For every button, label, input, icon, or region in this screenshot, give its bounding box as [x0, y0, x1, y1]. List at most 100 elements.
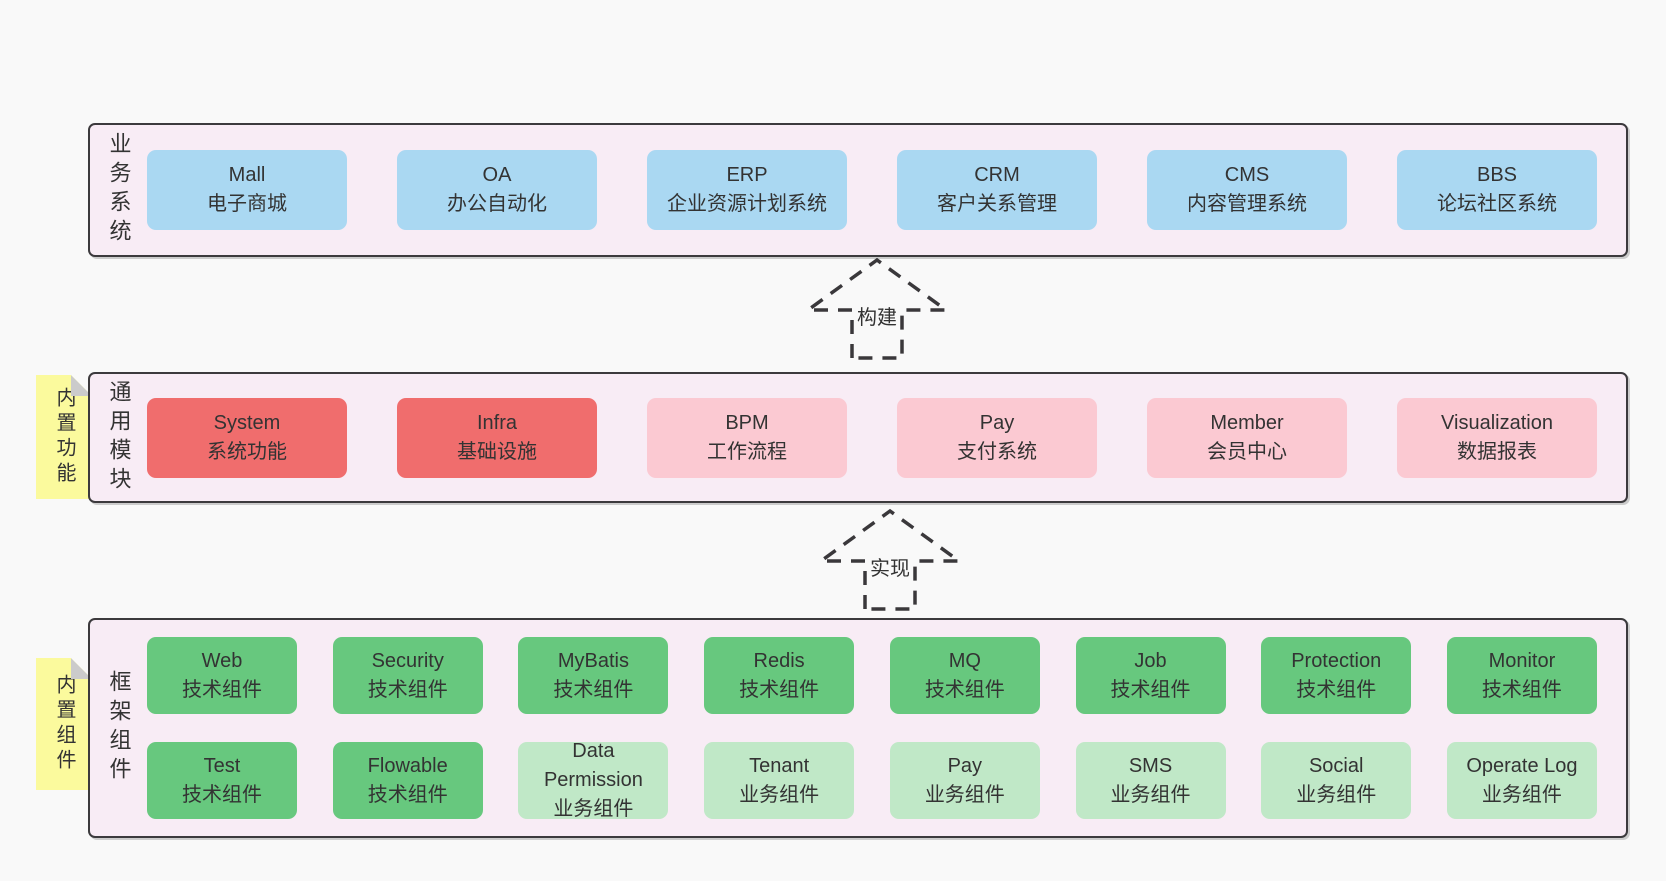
box-social: Social 业务组件: [1261, 742, 1412, 819]
component-description: 数据报表: [1457, 440, 1537, 463]
component-name: Pay: [947, 754, 983, 777]
box-job: Job 技术组件: [1075, 637, 1226, 714]
component-name: Job: [1134, 649, 1167, 672]
modules-row: System 系统功能 Infra 基础设施 BPM 工作流程 Pay 支付系统…: [147, 397, 1597, 478]
box-mybatis: MyBatis 技术组件: [518, 637, 669, 714]
layer-label-column: 业务系统: [90, 125, 147, 255]
arrow-build: 构建: [805, 257, 949, 361]
component-description: 内容管理系统: [1187, 193, 1307, 215]
component-name: Tenant: [749, 754, 810, 777]
box-monitor: Monitor 技术组件: [1446, 637, 1597, 714]
box-pay: Pay 支付系统: [897, 397, 1097, 478]
component-name: Operate Log: [1466, 754, 1578, 777]
component-description: 技术组件: [367, 678, 448, 701]
box-tenant: Tenant 业务组件: [704, 742, 855, 819]
component-description: 技术组件: [1481, 678, 1562, 701]
layer-label: 通用模块: [106, 379, 132, 496]
layer-label-column: 框架组件: [90, 620, 147, 836]
box-oa: OA 办公自动化: [397, 150, 597, 230]
component-name: Web: [201, 649, 243, 672]
box-bpm: BPM 工作流程: [647, 397, 847, 478]
sticky-note-built-in-features: 内置功能: [36, 375, 92, 499]
box-security: Security 技术组件: [332, 637, 483, 714]
component-description: 技术组件: [182, 678, 262, 701]
arrow-implement-label: 实现: [867, 552, 913, 581]
component-name: CRM: [974, 164, 1020, 186]
component-name: System: [213, 411, 281, 434]
component-description: 技术组件: [924, 678, 1005, 701]
component-name: Flowable: [367, 754, 448, 777]
component-description: 支付系统: [957, 440, 1037, 463]
layer-common-modules: 通用模块 System 系统功能 Infra 基础设施 BPM 工作流程 Pay…: [88, 372, 1628, 503]
component-description: 工作流程: [707, 440, 787, 463]
box-visualization: Visualization 数据报表: [1397, 397, 1597, 478]
component-description: 业务组件: [1110, 783, 1191, 806]
framework-boxes: Web 技术组件 Security 技术组件 MyBatis 技术组件 Redi…: [147, 620, 1626, 836]
component-description: 论坛社区系统: [1437, 193, 1557, 215]
box-operate-log: Operate Log 业务组件: [1446, 742, 1597, 819]
component-description: 技术组件: [553, 678, 634, 701]
layer-framework-components: 框架组件 Web 技术组件 Security 技术组件 MyBatis 技术组件…: [88, 618, 1628, 838]
box-flowable: Flowable 技术组件: [332, 742, 483, 819]
box-bbs: BBS 论坛社区系统: [1397, 150, 1597, 230]
component-name: Mall: [228, 164, 266, 186]
module-boxes: System 系统功能 Infra 基础设施 BPM 工作流程 Pay 支付系统…: [147, 374, 1626, 501]
box-web: Web 技术组件: [147, 637, 297, 714]
component-name: BBS: [1476, 164, 1518, 186]
component-name: Pay: [979, 411, 1015, 434]
component-description: 业务组件: [1481, 783, 1562, 806]
component-description: 技术组件: [367, 783, 448, 806]
component-description: 技术组件: [182, 783, 262, 806]
component-name: Data Permission: [543, 740, 643, 791]
component-description: 会员中心: [1207, 440, 1287, 463]
component-name: CMS: [1224, 164, 1270, 186]
component-name: Redis: [753, 649, 805, 672]
box-system: System 系统功能: [147, 397, 347, 478]
component-name: Monitor: [1488, 649, 1556, 672]
box-crm: CRM 客户关系管理: [897, 150, 1097, 230]
component-name: Infra: [476, 411, 518, 434]
business-boxes: Mall 电子商城 OA 办公自动化 ERP 企业资源计划系统 CRM 客户关系…: [147, 125, 1626, 255]
component-name: Protection: [1291, 649, 1382, 672]
box-erp: ERP 企业资源计划系统: [647, 150, 847, 230]
layer-label: 业务系统: [106, 132, 132, 248]
business-row: Mall 电子商城 OA 办公自动化 ERP 企业资源计划系统 CRM 客户关系…: [147, 150, 1597, 230]
box-redis: Redis 技术组件: [704, 637, 855, 714]
framework-row-1: Web 技术组件 Security 技术组件 MyBatis 技术组件 Redi…: [147, 637, 1597, 714]
component-name: MQ: [948, 649, 981, 672]
component-description: 技术组件: [1296, 678, 1377, 701]
component-name: Security: [371, 649, 444, 672]
box-cms: CMS 内容管理系统: [1147, 150, 1347, 230]
sticky-note-label: 内置功能: [53, 387, 75, 487]
component-name: ERP: [726, 164, 768, 186]
layer-label: 框架组件: [106, 670, 132, 786]
box-pay: Pay 业务组件: [889, 742, 1040, 819]
component-description: 业务组件: [1296, 783, 1377, 806]
component-name: OA: [482, 164, 512, 186]
up-block-arrow-icon: [818, 508, 962, 611]
layer-label-column: 通用模块: [90, 374, 147, 501]
sticky-note-label: 内置组件: [53, 674, 75, 774]
component-description: 客户关系管理: [937, 193, 1057, 215]
box-data-permission: Data Permission 业务组件: [518, 740, 669, 820]
component-description: 电子商城: [207, 193, 287, 215]
component-name: MyBatis: [557, 649, 629, 672]
component-description: 业务组件: [739, 783, 820, 806]
component-description: 基础设施: [457, 440, 537, 463]
framework-row-2: Test 技术组件 Flowable 技术组件 Data Permission …: [147, 740, 1597, 820]
sticky-note-built-in-components: 内置组件: [36, 658, 92, 790]
box-sms: SMS 业务组件: [1075, 742, 1226, 819]
component-description: 办公自动化: [447, 193, 547, 215]
component-name: Test: [203, 754, 241, 777]
component-description: 系统功能: [207, 440, 287, 463]
up-block-arrow-icon: [805, 257, 949, 360]
component-description: 技术组件: [739, 678, 820, 701]
component-name: Visualization: [1441, 411, 1553, 434]
box-mq: MQ 技术组件: [889, 637, 1040, 714]
arrow-implement: 实现: [818, 508, 962, 612]
arrow-build-label: 构建: [854, 301, 900, 330]
box-member: Member 会员中心: [1147, 397, 1347, 478]
box-test: Test 技术组件: [147, 742, 297, 819]
layer-business-systems: 业务系统 Mall 电子商城 OA 办公自动化 ERP 企业资源计划系统 CRM…: [88, 123, 1628, 257]
